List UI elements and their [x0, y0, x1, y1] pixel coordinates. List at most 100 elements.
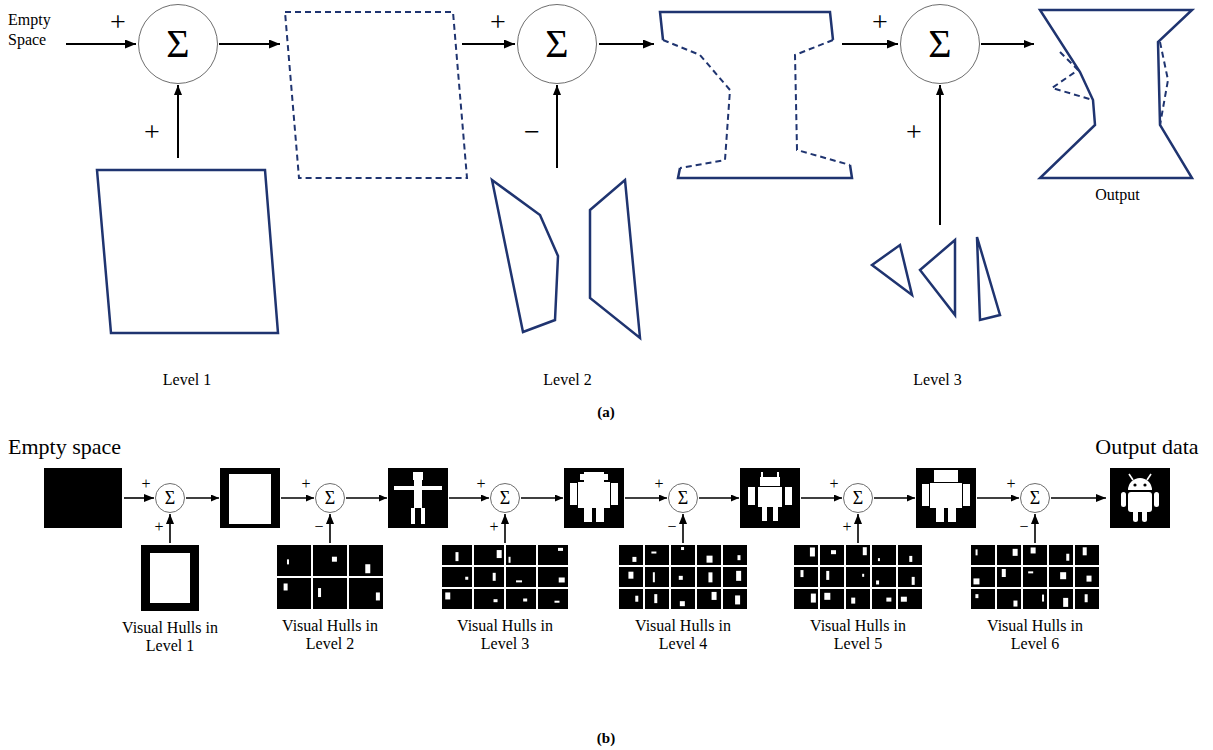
hull-tile [1023, 589, 1047, 609]
hull-shape [679, 576, 683, 580]
robot-part [394, 486, 442, 490]
level-shape [492, 180, 558, 332]
hull-shape [509, 557, 511, 563]
hull-tile [619, 589, 643, 609]
caption-wrap: Visual Hulls in Level 5 [794, 617, 922, 654]
connector-arrow [169, 514, 171, 543]
hull-shape [1066, 554, 1069, 561]
robot-part [596, 508, 604, 522]
hull-tile [538, 567, 568, 587]
hull-shape [824, 593, 830, 600]
robot-part [414, 480, 422, 508]
volume-square [916, 468, 976, 528]
caption-wrap: Visual Hulls in Level 2 [277, 617, 383, 654]
node-caption: Level 3 [913, 371, 961, 389]
hull-grid [971, 545, 1099, 609]
caption-wrap: Output [1035, 186, 1200, 204]
visual-hull-grid: Visual Hulls in Level 2 [277, 543, 383, 669]
output-volume-outline [1040, 10, 1192, 178]
sign: + [110, 8, 126, 36]
hull-grid [794, 545, 922, 609]
hull-shape [332, 557, 337, 562]
hull-shape [1013, 549, 1018, 556]
hull-shape [455, 552, 458, 561]
robot-part [1133, 508, 1138, 522]
sign: + [144, 118, 160, 146]
hull-tile [794, 589, 818, 609]
hull-shape [863, 547, 867, 555]
node-caption: Visual Hulls in Level 6 [987, 617, 1083, 654]
hull-shape [554, 601, 559, 603]
visual-hull-grid: Visual Hulls in Level 1 [118, 543, 222, 671]
robot-part [611, 483, 618, 505]
node-caption: Visual Hulls in Level 2 [282, 617, 378, 654]
connector-arrow [504, 514, 506, 543]
caption-wrap: Visual Hulls in Level 1 [118, 619, 222, 656]
hull-shape [1013, 601, 1017, 607]
hull-tile [645, 567, 669, 587]
intermediate-volume [564, 468, 624, 528]
connector-arrow [177, 85, 179, 158]
visual-hull-grid: Visual Hulls in Level 6 [971, 543, 1099, 669]
connector-arrow [939, 85, 941, 225]
flow-arrow [462, 43, 515, 45]
hull-tile [723, 567, 747, 587]
volume-square [388, 468, 448, 528]
robot-part [578, 482, 610, 508]
robot-part [411, 508, 415, 524]
hull-tile [645, 589, 669, 609]
level-shape [97, 170, 278, 333]
caption-wrap: Level 3 [865, 371, 1010, 389]
caption-wrap: Visual Hulls in Level 6 [971, 617, 1099, 654]
caption-wrap: Empty space [8, 434, 158, 459]
robot-part [773, 507, 778, 521]
sign: + [829, 476, 838, 492]
summation-node: Σ [490, 483, 520, 513]
hull-shape [708, 572, 712, 582]
caption-wrap: Visual Hulls in Level 3 [442, 617, 568, 654]
robot-part [785, 487, 792, 505]
sign: − [524, 118, 540, 146]
hull-shape [493, 573, 496, 581]
flow-arrow [801, 497, 842, 499]
connector-arrow [124, 497, 154, 499]
robot-part [777, 472, 779, 477]
hull-tile [872, 545, 896, 565]
hull-tile [619, 567, 643, 587]
sum-symbol: Σ [166, 24, 189, 64]
hull-shape [876, 580, 879, 584]
hull-shape [1063, 598, 1068, 607]
connector-arrow [329, 514, 331, 543]
carved-volume-outline [660, 12, 852, 178]
panel-label: (b) [597, 731, 615, 746]
robot-part [1128, 492, 1152, 512]
hull-tile [846, 545, 870, 565]
sum-symbol: Σ [325, 489, 335, 507]
volume-square [740, 468, 800, 528]
hull-shape [516, 580, 522, 582]
level-shapes: Level 1 [92, 165, 282, 395]
volume-square [220, 468, 280, 528]
hull-shape [445, 592, 450, 599]
sign: + [490, 8, 506, 36]
robot-part [760, 477, 780, 486]
hull-tile [474, 545, 504, 565]
hull-shape [800, 570, 803, 577]
node-caption: Visual Hulls in Level 3 [457, 617, 553, 654]
empty-volume [1110, 468, 1170, 528]
level-shapes: Level 3 [865, 230, 1010, 395]
hull-shape [831, 550, 836, 554]
intermediate-volume [220, 468, 280, 528]
hull-tile [1049, 567, 1073, 587]
flow-arrow [625, 497, 667, 499]
hull-shape [912, 577, 915, 585]
hull-shape [680, 601, 685, 606]
sign: + [1006, 476, 1015, 492]
hull-shape [851, 598, 855, 604]
robot-part [761, 472, 763, 477]
flow-arrow [219, 43, 280, 45]
hull-shape [878, 558, 880, 561]
hull-tile [645, 545, 669, 565]
hull-shape [318, 588, 321, 597]
hull-tile [898, 589, 922, 609]
